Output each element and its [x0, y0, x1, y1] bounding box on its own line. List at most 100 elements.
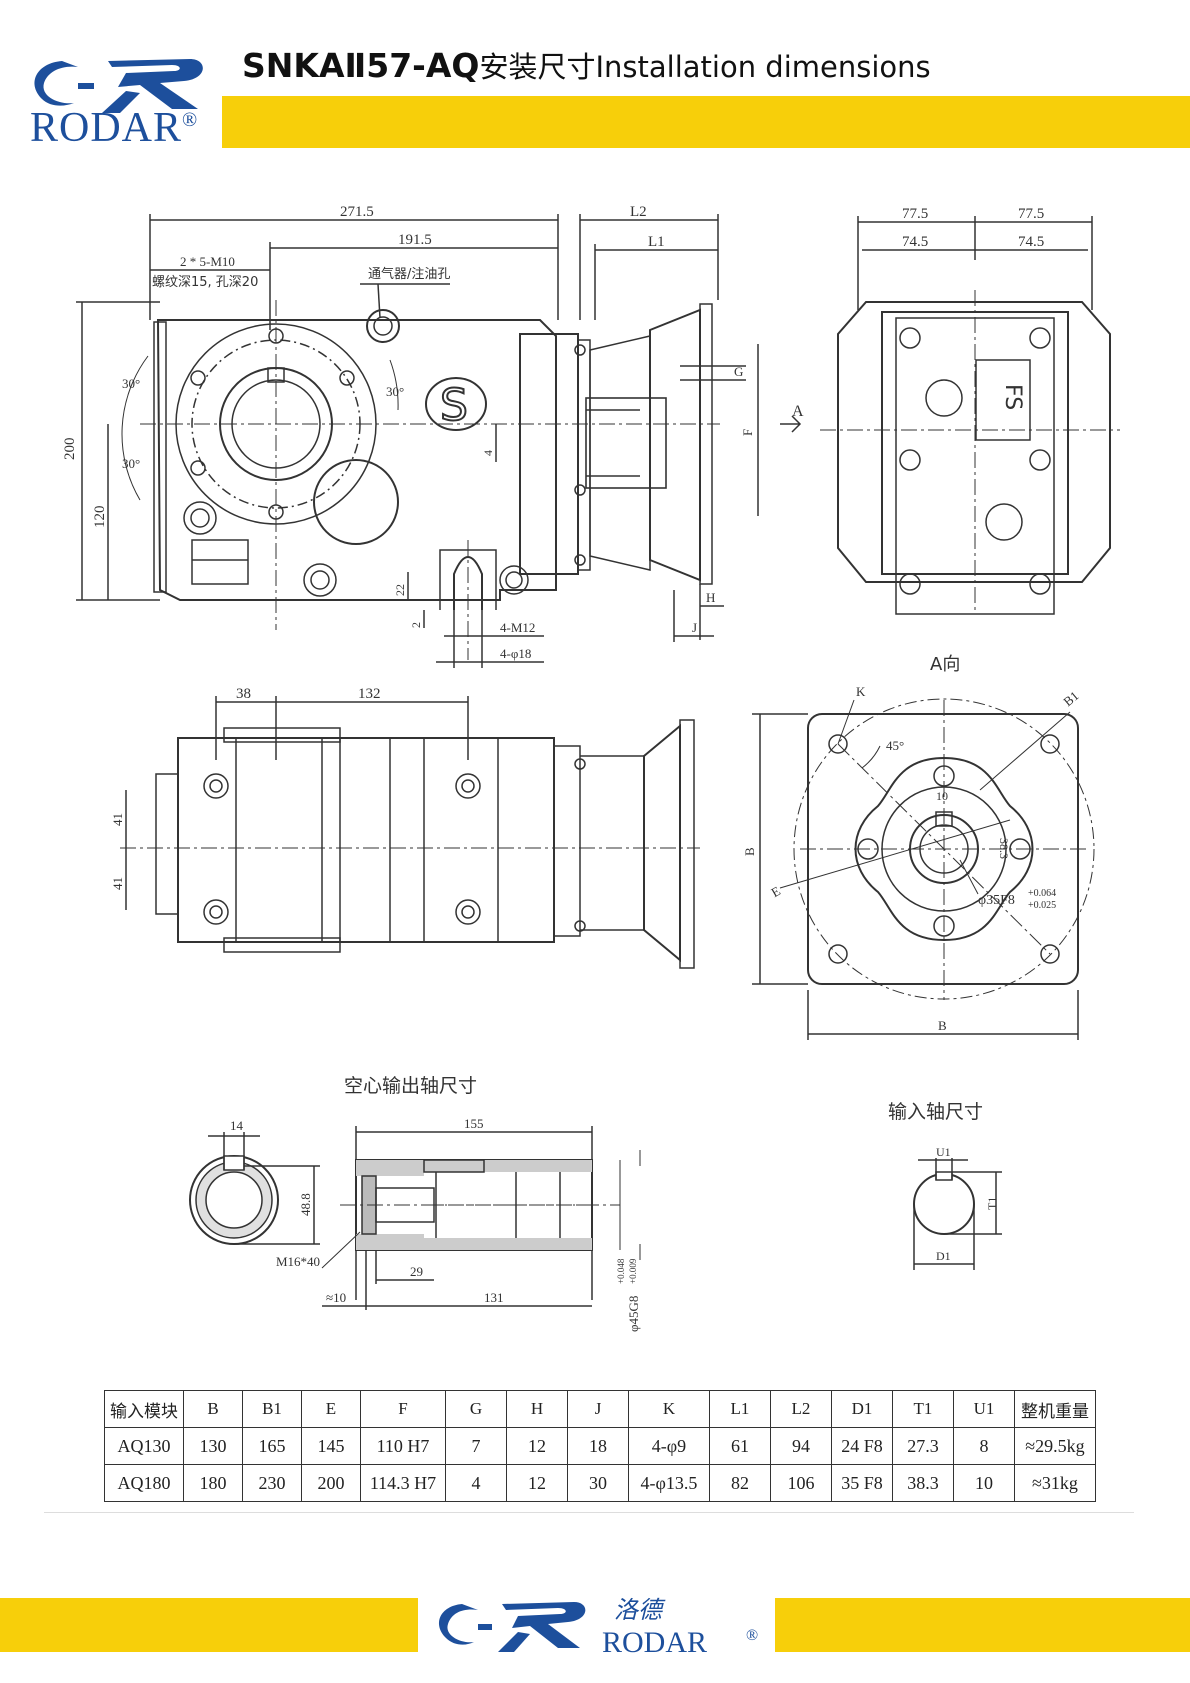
- bolt-m16x40: M16*40: [276, 1254, 320, 1269]
- dim-29: 29: [410, 1264, 423, 1279]
- col-L2: L2: [770, 1390, 832, 1428]
- table-cell: 165: [242, 1427, 302, 1465]
- table-cell: 18: [567, 1427, 629, 1465]
- table-cell: 180: [183, 1464, 243, 1502]
- bore-45g8: φ45G8: [626, 1296, 641, 1332]
- table-cell: 130: [183, 1427, 243, 1465]
- table-cell: 114.3 H7: [360, 1464, 446, 1502]
- input-shaft-title: 输入轴尺寸: [888, 1101, 983, 1123]
- dim-10: ≈10: [326, 1290, 346, 1305]
- tap-spec-note: 2 * 5-M10: [180, 254, 235, 269]
- bore-45g8-tol-lower: +0.009: [628, 1258, 638, 1284]
- dim-L2: L2: [630, 204, 647, 220]
- label-E: E: [769, 883, 783, 900]
- label-B-vertical: B: [742, 847, 757, 856]
- col-E: E: [301, 1390, 361, 1428]
- mount-tap-4-m12: 4-M12: [500, 620, 535, 635]
- col-K: K: [628, 1390, 710, 1428]
- dim-77-5-left: 77.5: [902, 206, 928, 222]
- bore-35f8-tol-lower: +0.025: [1028, 900, 1056, 911]
- table-cell: 4-φ9: [628, 1427, 710, 1465]
- label-F: F: [740, 429, 755, 436]
- input-shaft-drawing: 输入轴尺寸 U1 T1 D1: [888, 1101, 1002, 1270]
- label-T1: T1: [985, 1197, 999, 1210]
- col-H: H: [506, 1390, 568, 1428]
- table-cell: 12: [506, 1464, 568, 1502]
- col-F: F: [360, 1390, 446, 1428]
- table-cell: 200: [301, 1464, 361, 1502]
- table-cell: AQ180: [104, 1464, 184, 1502]
- side-view: 77.5 77.5 74.5 74.5 FS: [820, 206, 1120, 615]
- table-cell: AQ130: [104, 1427, 184, 1465]
- label-U1: U1: [936, 1145, 951, 1159]
- table-header-row: 输入模块 B B1 E F G H J K L1 L2 D1 T1 U1 整机重…: [104, 1390, 1096, 1428]
- dim-L1: L1: [648, 234, 665, 250]
- col-L1: L1: [709, 1390, 771, 1428]
- table-cell: 94: [770, 1427, 832, 1465]
- key-width-10: 10: [936, 789, 948, 803]
- angle-30-lower: 30°: [122, 456, 140, 471]
- table-cell: ≈29.5kg: [1014, 1427, 1096, 1465]
- dim-height-200: 200: [62, 438, 78, 461]
- label-B-horizontal: B: [938, 1018, 947, 1033]
- col-J: J: [567, 1390, 629, 1428]
- label-B1: B1: [1060, 688, 1081, 709]
- brand-wordmark: RODAR®: [30, 105, 199, 151]
- footer-accent-bar-left: [0, 1598, 418, 1652]
- col-T1: T1: [892, 1390, 954, 1428]
- table-cell: 35 F8: [831, 1464, 893, 1502]
- table-cell: 145: [301, 1427, 361, 1465]
- side-plate-text: FS: [1000, 384, 1025, 410]
- col-U1: U1: [953, 1390, 1015, 1428]
- breather-note: 通气器/注油孔: [368, 266, 450, 282]
- footer-brand: RODAR: [602, 1626, 707, 1659]
- mount-hole-4-phi18: 4-φ18: [500, 646, 531, 661]
- bore-35f8: φ35F8: [978, 893, 1015, 908]
- tap-depth-note: 螺纹深15, 孔深20: [152, 275, 258, 290]
- hollow-shaft-title: 空心输出轴尺寸: [344, 1075, 477, 1097]
- page-title: SNKAⅡ57-AQ安装尺寸Installation dimensions: [242, 46, 931, 85]
- table-cell: 38.3: [892, 1464, 954, 1502]
- bore-35f8-tol-upper: +0.064: [1028, 888, 1056, 899]
- table-cell: 82: [709, 1464, 771, 1502]
- table-row: AQ130 130 165 145 110 H7 7 12 18 4-φ9 61…: [104, 1427, 1096, 1465]
- label-J: J: [692, 620, 697, 635]
- table-cell: ≈31kg: [1014, 1464, 1096, 1502]
- key-depth-48-8: 48.8: [298, 1193, 313, 1216]
- table-cell: 30: [567, 1464, 629, 1502]
- divider: [44, 1512, 1134, 1513]
- dim-77-5-right: 77.5: [1018, 206, 1044, 222]
- table-cell: 61: [709, 1427, 771, 1465]
- view-arrow-A: A: [792, 403, 804, 420]
- footer-logo-icon: 洛德 RODAR ®: [439, 1596, 758, 1659]
- dim-191-5: 191.5: [398, 232, 432, 248]
- dim-74-5-left: 74.5: [902, 234, 928, 250]
- angle-30-upper: 30°: [122, 376, 140, 391]
- table-cell: 27.3: [892, 1427, 954, 1465]
- table-cell: 230: [242, 1464, 302, 1502]
- length-155: 155: [464, 1116, 484, 1131]
- table-cell: 7: [445, 1427, 507, 1465]
- dim-41-lower: 41: [110, 877, 125, 890]
- label-H: H: [706, 590, 715, 605]
- table-row: AQ180 180 230 200 114.3 H7 4 12 30 4-φ13…: [104, 1464, 1096, 1502]
- label-G: G: [734, 364, 743, 379]
- spec-table: 输入模块 B B1 E F G H J K L1 L2 D1 T1 U1 整机重…: [104, 1390, 1096, 1502]
- footer-brand-cn: 洛德: [614, 1596, 666, 1624]
- angle-45: 45°: [886, 738, 904, 753]
- table-cell: 8: [953, 1427, 1015, 1465]
- dim-2: 2: [409, 622, 423, 628]
- keyway-width-14: 14: [230, 1118, 244, 1133]
- view-a-title: A向: [930, 654, 960, 675]
- dim-271-5: 271.5: [340, 204, 374, 220]
- key-height-38-3: 38.3: [997, 838, 1011, 859]
- col-B: B: [183, 1390, 243, 1428]
- header-accent-bar: [222, 96, 1190, 148]
- hollow-shaft-drawing: 空心输出轴尺寸 14 48.8 155 M16*40 29 ≈10 131 φ4…: [189, 1075, 641, 1332]
- col-G: G: [445, 1390, 507, 1428]
- view-a: A向 K B1 45° 10 38.3 B B E φ35F8 +0.064 +…: [742, 654, 1095, 1040]
- dim-height-120: 120: [92, 506, 108, 529]
- col-weight: 整机重量: [1014, 1390, 1096, 1428]
- label-D1: D1: [936, 1249, 951, 1263]
- col-B1: B1: [242, 1390, 302, 1428]
